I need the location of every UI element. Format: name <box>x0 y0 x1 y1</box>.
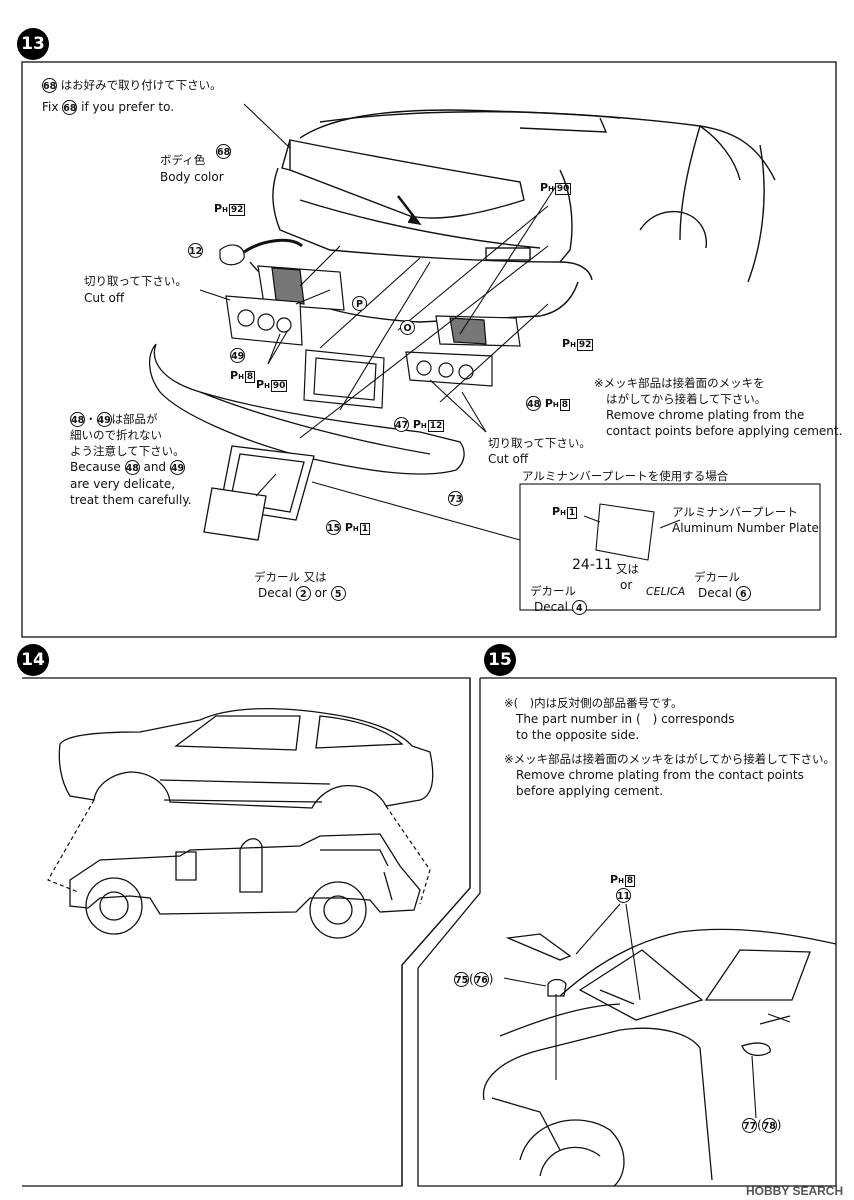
part-15-callout: 15 <box>326 520 341 535</box>
care-note-line5: are very delicate, <box>70 477 176 491</box>
s15-note2-en2: before applying cement. <box>516 784 664 798</box>
chrome-note-en-1: Remove chrome plating from the <box>606 408 805 422</box>
part-77-78-callout: 77(78) <box>742 1118 782 1133</box>
decal-6-en: Decal 6 <box>698 586 751 601</box>
part-68-callout: 68 <box>216 144 231 159</box>
alu-plate-header: アルミナンバープレートを使用する場合 <box>522 469 729 483</box>
step14-right-edge <box>401 678 471 1186</box>
part-75-76-callout: 75(76) <box>454 972 494 987</box>
chrome-note-jp-1: ※メッキ部品は接着面のメッキを <box>594 376 765 390</box>
alu-plate-en: Aluminum Number Plate <box>672 521 819 535</box>
step-15-number: 15 <box>484 644 516 676</box>
decal-4-or-en: or <box>620 578 633 592</box>
body-color-en: Body color <box>160 170 224 184</box>
part-73-callout: 73 <box>448 491 463 506</box>
care-note-line2: 細いので折れない <box>70 428 162 442</box>
note-fix-en-pre: Fix <box>42 100 59 114</box>
part-48-callout: 48 <box>526 396 541 411</box>
step-13-number: 13 <box>17 28 49 60</box>
body-color-jp: ボディ色 <box>160 153 206 167</box>
care-note-line4: Because 48 and 49 <box>70 460 185 475</box>
decal-left-jp: デカール 又は <box>254 570 327 584</box>
part-47-callout: 47 <box>394 417 409 432</box>
cutoff-right-en: Cut off <box>488 452 529 466</box>
marker-p: P <box>352 296 367 311</box>
chassis-drawing <box>69 833 421 939</box>
chrome-note-jp-2: はがしてから接着して下さい。 <box>606 392 767 406</box>
part-12-callout: 12 <box>188 243 203 258</box>
decal-6-jp: デカール <box>694 570 740 584</box>
step15-left-edge <box>417 678 481 969</box>
left-tail-light-assembly <box>219 238 385 409</box>
part-68-badge-en: 68 <box>62 100 78 115</box>
dashed-guides-14 <box>47 799 431 905</box>
step-14-number: 14 <box>17 644 49 676</box>
celica-text: CELICA <box>646 585 686 598</box>
s15-note2-en1: Remove chrome plating from the contact p… <box>516 768 804 782</box>
s15-note2-jp: ※メッキ部品は接着面のメッキをはがしてから接着して下さい。 <box>504 752 835 766</box>
guide-arrows-13 <box>199 103 557 541</box>
watermark: HOBBY SEARCH <box>746 1184 844 1198</box>
part-68-badge: 68 <box>42 78 57 93</box>
s15-note1-jp: ※( )内は反対側の部品番号です。 <box>504 696 683 710</box>
cutoff-right-jp: 切り取って下さい。 <box>488 436 591 450</box>
rear-bumper <box>149 343 465 475</box>
decal-4-jp: デカール <box>530 584 576 598</box>
chrome-note-en-2: contact points before applying cement. <box>606 424 843 438</box>
alu-plate-jp: アルミナンバープレート <box>672 505 798 519</box>
right-tail-light-assembly <box>405 315 521 387</box>
note-fix-en: Fix 68 if you prefer to. <box>42 100 174 115</box>
plate-frame <box>203 445 315 541</box>
decal-left-en: Decal 2 or 5 <box>258 586 346 601</box>
cutoff-left-en: Cut off <box>84 291 125 305</box>
front-car-drawing <box>482 928 837 1187</box>
part-11-callout: 11 <box>616 888 631 903</box>
care-note-line1: 48・49は部品が <box>70 412 158 427</box>
care-note-line6: treat them carefully. <box>70 493 192 507</box>
s15-note1-en1: The part number in ( ) corresponds <box>516 712 735 726</box>
note-fix-en-post: if you prefer to. <box>81 100 175 114</box>
marker-o: O <box>400 320 415 335</box>
care-note-line3: よう注意して下さい。 <box>70 444 185 458</box>
part-49-callout: 49 <box>230 348 245 363</box>
alu-plate-panel <box>519 483 821 611</box>
car-rear-drawing <box>249 109 776 323</box>
plate-number-text: 24-11 <box>572 557 613 573</box>
decal-4-or-jp: 又は <box>616 562 639 576</box>
s15-note1-en2: to the opposite side. <box>516 728 640 742</box>
guide-arrows-15 <box>503 903 791 1119</box>
step13-frame <box>21 61 837 638</box>
step14-frame <box>22 677 471 1187</box>
cutoff-left-jp: 切り取って下さい。 <box>84 274 187 288</box>
step15-frame <box>417 677 837 1187</box>
decal-4-en: Decal 4 <box>534 600 587 615</box>
note-fix-jp-text: はお好みで取り付けて下さい。 <box>60 78 222 92</box>
body-shell-drawing <box>58 707 434 809</box>
note-fix-jp: 68 はお好みで取り付けて下さい。 <box>42 78 222 93</box>
